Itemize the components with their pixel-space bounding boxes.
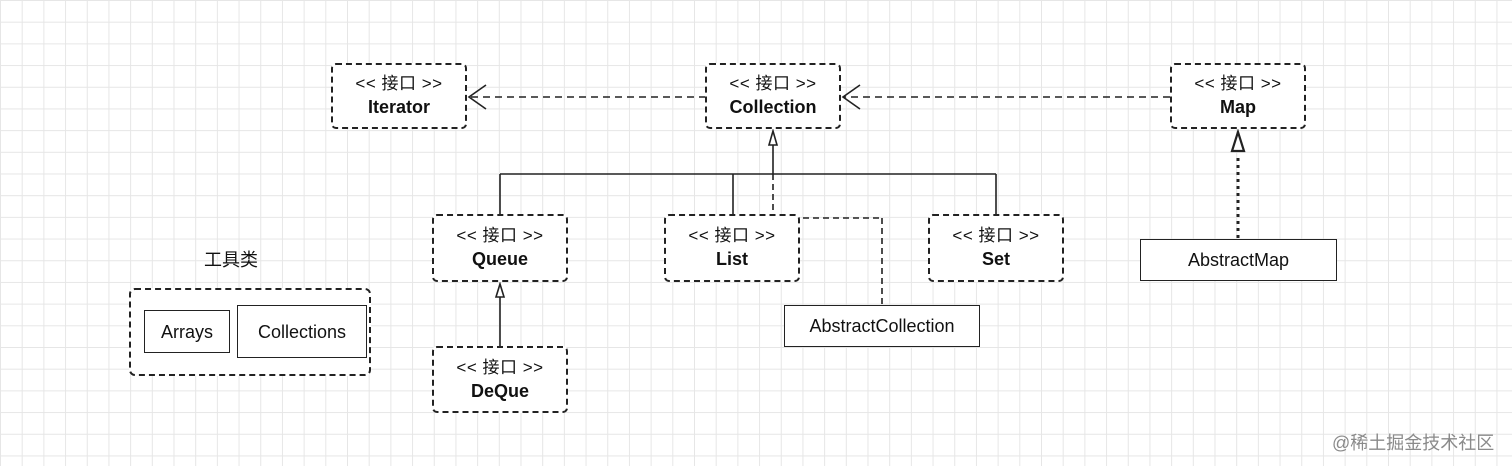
interface-name: Queue [471,249,528,269]
stereotype-label: << 接口 >> [952,226,1040,245]
stereotype-label: << 接口 >> [688,226,776,245]
arrays-class-node[interactable]: Arrays [144,310,230,353]
collections-class-node[interactable]: Collections [237,305,367,358]
class-name: Arrays [160,321,213,342]
generalization-arrowhead-queue [494,281,506,298]
watermark-text: @稀土掘金技术社区 [1332,433,1495,453]
iterator-interface-node[interactable]: << 接口 >> Iterator [331,63,467,129]
deque-interface-node[interactable]: << 接口 >> DeQue [432,346,568,413]
stereotype-label: << 接口 >> [729,74,817,93]
interface-name: Iterator [367,97,430,117]
interface-name: DeQue [470,380,530,401]
abstract-collection-class-node[interactable]: AbstractCollection [784,305,980,347]
dependency-arrowhead-iterator [467,84,487,110]
stereotype-label: << 接口 >> [355,74,443,93]
collection-interface-node[interactable]: << 接口 >> Collection [705,63,841,129]
dependency-arrowhead-collection [841,84,861,110]
class-name: Collections [257,321,347,342]
class-name: AbstractCollection [809,316,955,336]
interface-name: Map [1220,97,1256,117]
map-interface-node[interactable]: << 接口 >> Map [1170,63,1306,129]
interface-name: List [715,249,748,269]
interface-name: Collection [729,97,817,117]
queue-interface-node[interactable]: << 接口 >> Queue [432,214,568,282]
interface-name: Set [981,249,1010,269]
class-name: AbstractMap [1187,250,1290,270]
tools-caption: 工具类 [204,250,258,270]
stereotype-label: << 接口 >> [456,226,544,245]
list-interface-node[interactable]: << 接口 >> List [664,214,800,282]
realization-arrowhead-map [1230,128,1246,153]
generalization-arrowhead-collection [767,128,779,146]
set-interface-node[interactable]: << 接口 >> Set [928,214,1064,282]
abstract-map-class-node[interactable]: AbstractMap [1140,239,1337,281]
stereotype-label: << 接口 >> [1194,74,1282,93]
stereotype-label: << 接口 >> [456,357,544,377]
